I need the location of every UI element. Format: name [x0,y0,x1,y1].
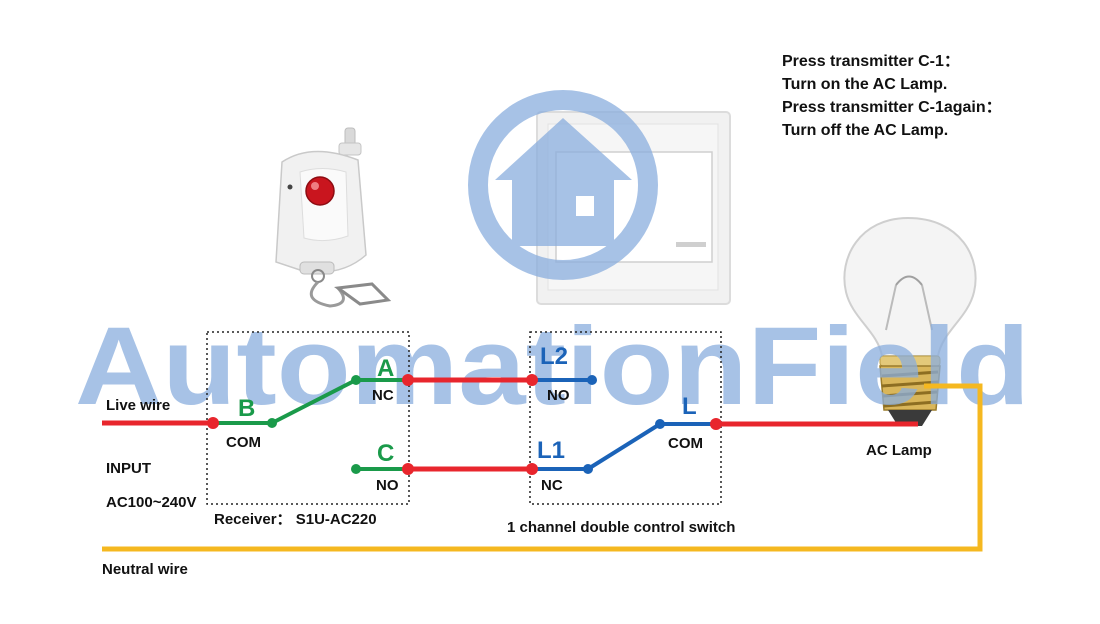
switch-com-label: COM [668,435,703,452]
receiver-no-label: NO [376,477,399,494]
remote-transmitter-icon [275,127,392,308]
instruction-line-3: Press transmitter C-1again： [782,99,1002,116]
house-logo-icon [468,90,658,280]
instruction-line-1: Press transmitter C-1： [782,53,960,70]
instruction-line-2: Turn on the AC Lamp. [782,76,947,93]
neutral-wire-label: Neutral wire [102,561,188,578]
receiver-label: Receiver： S1U-AC220 [214,511,377,528]
terminal-l2-label: L2 [540,343,568,370]
receiver-nc-label: NC [372,387,394,404]
watermark-text: AutomationField [75,305,1030,428]
terminal-b-label: B [238,395,255,422]
terminal-a-label: A [377,355,394,382]
terminal-l-label: L [682,393,697,420]
neutral-wire [102,383,983,552]
switch-box [529,331,722,505]
terminal-c-label: C [377,440,394,467]
live-wire-label: Live wire [106,397,170,414]
junction-dots [207,374,722,475]
watermark: AutomationField [75,90,1030,428]
receiver-relay [213,375,408,474]
input-label: INPUT [106,460,151,477]
switch-nc-label: NC [541,477,563,494]
input-voltage-label: AC100~240V [106,494,196,511]
receiver-com-label: COM [226,434,261,451]
switch-no-label: NO [547,387,570,404]
switch-contacts [532,375,716,474]
lamp-label: AC Lamp [866,442,932,459]
terminal-l1-label: L1 [537,437,565,464]
switch-label: 1 channel double control switch [507,519,735,536]
receiver-box [206,331,410,505]
instruction-line-4: Turn off the AC Lamp. [782,122,948,139]
